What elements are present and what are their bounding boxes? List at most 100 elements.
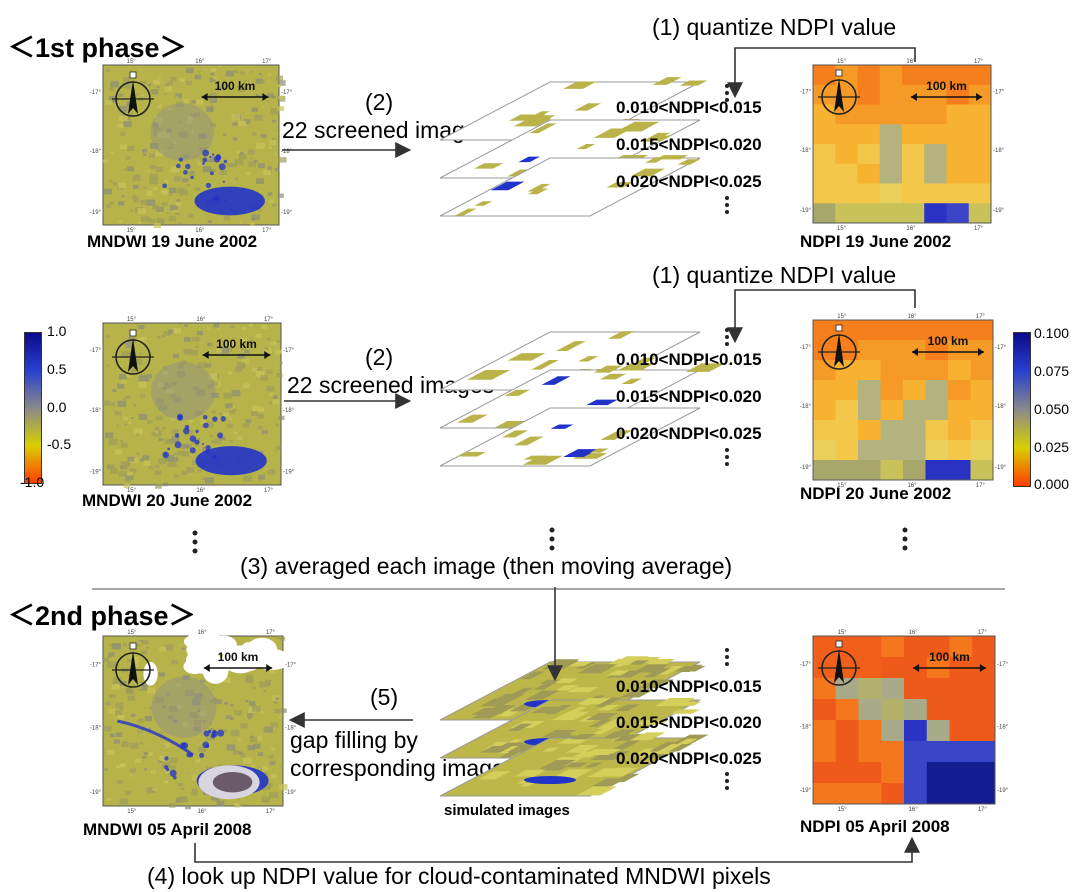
caption-ndpi-19-june-2002: NDPI 19 June 2002 (800, 232, 952, 251)
north-arrow-icon (112, 71, 154, 117)
ndpi-colorbar-tick: 0.025 (1034, 439, 1070, 455)
step5-number: (5) (370, 684, 399, 710)
svg-text:-17°: -17° (995, 345, 1007, 351)
mndwi-colorbar-tick: 1.0 (47, 323, 67, 339)
svg-text:17°: 17° (266, 809, 276, 815)
scale-bar: 100 km (913, 650, 986, 672)
mndwi-map-19-june-2002: 15°15°16°16°17°17°-17°-17°-18°-18°-19°-1… (90, 59, 293, 234)
map-tick-labels: 15°15°16°16°17°17°-17°-17°-18°-18°-19°-1… (800, 314, 1007, 489)
svg-text:-17°: -17° (997, 662, 1009, 668)
svg-text:100 km: 100 km (216, 337, 257, 351)
simulated-image-stack (439, 656, 709, 797)
step1-label-top: (1) quantize NDPI value (652, 14, 897, 40)
svg-text:-18°: -18° (800, 724, 812, 730)
svg-text:100 km: 100 km (218, 650, 259, 664)
svg-text:-17°: -17° (800, 345, 812, 351)
svg-text:-19°: -19° (90, 790, 102, 796)
range-label-2-bottom: 0.015<NDPI<0.020 (616, 713, 762, 732)
svg-text:-19°: -19° (285, 790, 297, 796)
svg-text:-19°: -19° (800, 208, 812, 214)
svg-text:17°: 17° (262, 228, 272, 234)
range-label-3-top: 0.020<NDPI<0.025 (616, 172, 762, 191)
svg-text:17°: 17° (976, 483, 986, 489)
svg-text:-17°: -17° (800, 89, 812, 95)
mndwi-colorbar (24, 332, 42, 484)
svg-text:-18°: -18° (993, 148, 1005, 154)
ndpi-layer-stack-20-june (439, 331, 725, 467)
stack-layer (439, 407, 701, 467)
map-tick-labels: 15°15°16°16°17°17°-17°-17°-18°-18°-19°-1… (90, 317, 295, 494)
ndpi-colorbar-tick: 0.000 (1034, 476, 1070, 492)
svg-text:-17°: -17° (283, 348, 295, 354)
svg-text:-17°: -17° (281, 90, 293, 96)
svg-text:15°: 15° (127, 59, 137, 65)
ndpi-colorbar-tick: 0.075 (1034, 363, 1070, 379)
svg-text:17°: 17° (266, 630, 276, 636)
scale-bar: 100 km (912, 334, 984, 356)
svg-text:16°: 16° (907, 483, 917, 489)
range-label-3-bottom: 0.020<NDPI<0.025 (616, 749, 762, 768)
map-tick-labels: 15°15°16°16°17°17°-17°-17°-18°-18°-19°-1… (800, 59, 1005, 232)
svg-text:-19°: -19° (800, 465, 812, 471)
ndpi-colorbar (1013, 332, 1031, 487)
svg-text:100 km: 100 km (926, 79, 967, 93)
range-label-1-top: 0.010<NDPI<0.015 (616, 98, 762, 117)
svg-text:15°: 15° (127, 809, 137, 815)
mndwi-map-20-june-2002: 15°15°16°16°17°17°-17°-17°-18°-18°-19°-1… (90, 317, 295, 494)
scale-bar: 100 km (201, 79, 269, 101)
caption-ndpi-05-april-2008: NDPI 05 April 2008 (800, 817, 950, 836)
svg-text:-17°: -17° (800, 662, 812, 668)
svg-text:-19°: -19° (90, 210, 102, 216)
mndwi-colorbar-tick: -1.0 (20, 474, 45, 490)
north-arrow-icon (818, 324, 860, 370)
svg-text:-18°: -18° (90, 726, 102, 732)
svg-text:17°: 17° (974, 226, 984, 232)
scale-bar: 100 km (203, 650, 273, 672)
svg-text:-18°: -18° (281, 149, 293, 155)
map-tick-labels: 15°15°16°16°17°17°-17°-17°-18°-18°-19°-1… (90, 630, 297, 815)
svg-text:15°: 15° (837, 59, 847, 65)
north-arrow-icon (818, 640, 860, 686)
ndpi-layer-stack-19-june (439, 77, 708, 217)
stack-layer (439, 155, 701, 217)
phase2-title: ＜2nd phase＞ (8, 601, 196, 631)
svg-text:-17°: -17° (90, 663, 102, 669)
north-arrow-icon (112, 329, 154, 375)
svg-text:-17°: -17° (285, 663, 297, 669)
svg-text:-18°: -18° (90, 408, 102, 414)
svg-text:17°: 17° (978, 807, 988, 813)
svg-text:16°: 16° (909, 630, 919, 636)
svg-text:-17°: -17° (90, 90, 102, 96)
range-label-2-top: 0.015<NDPI<0.020 (616, 135, 762, 154)
svg-text:-19°: -19° (995, 465, 1007, 471)
svg-text:15°: 15° (838, 630, 848, 636)
mndwi-map-05-april-2008: 15°15°16°16°17°17°-17°-17°-18°-18°-19°-1… (90, 630, 297, 815)
svg-text:15°: 15° (127, 228, 137, 234)
mndwi-colorbar-tick: -0.5 (47, 436, 72, 452)
svg-text:-18°: -18° (800, 404, 812, 410)
ndpi-map-19-june-2002: 15°15°16°16°17°17°-17°-17°-18°-18°-19°-1… (800, 59, 1005, 232)
svg-text:15°: 15° (837, 314, 847, 320)
ellipsis-dots (192, 84, 908, 790)
svg-text:100 km: 100 km (929, 650, 970, 664)
ndpi-map-05-april-2008: 15°15°16°16°17°17°-17°-17°-18°-18°-19°-1… (800, 630, 1009, 813)
step3-label: (3) averaged each image (then moving ave… (240, 553, 733, 579)
svg-text:16°: 16° (196, 317, 206, 323)
ndpi-colorbar-tick: 0.100 (1034, 325, 1070, 341)
svg-text:-19°: -19° (281, 210, 293, 216)
svg-text:16°: 16° (909, 807, 919, 813)
svg-text:16°: 16° (195, 228, 205, 234)
mndwi-colorbar-tick: 0.0 (47, 399, 67, 415)
svg-text:-18°: -18° (90, 149, 102, 155)
svg-text:-19°: -19° (997, 788, 1009, 794)
svg-text:16°: 16° (195, 59, 205, 65)
step2-number-top: (2) (365, 89, 394, 115)
scale-bar: 100 km (202, 337, 271, 359)
svg-text:16°: 16° (197, 809, 207, 815)
step2-number-middle: (2) (365, 344, 394, 370)
svg-text:-19°: -19° (993, 208, 1005, 214)
range-label-1-bottom: 0.010<NDPI<0.015 (616, 677, 762, 696)
svg-text:15°: 15° (127, 630, 137, 636)
svg-text:17°: 17° (264, 488, 274, 494)
